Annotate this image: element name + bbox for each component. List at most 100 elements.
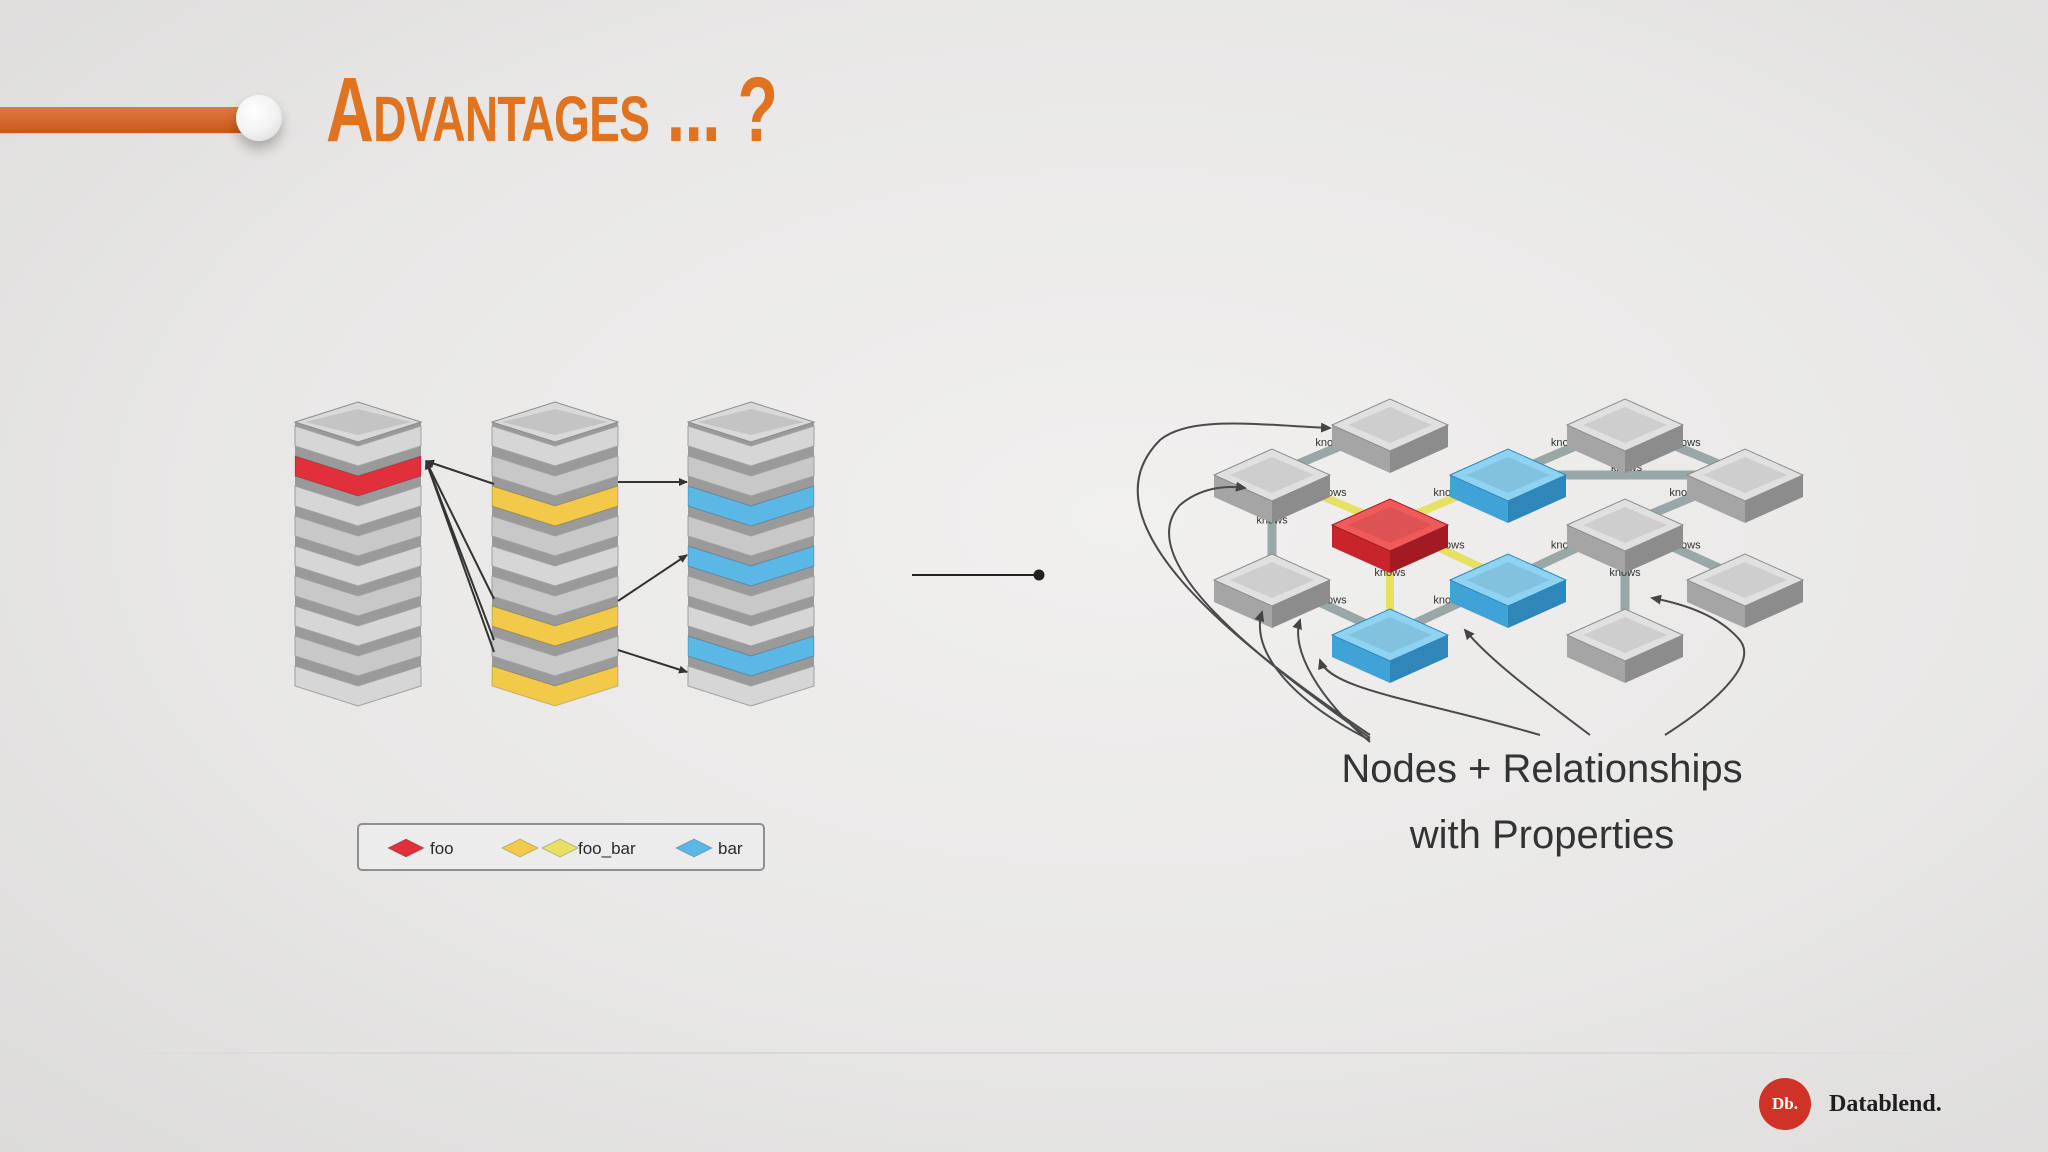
- caption-arrow: [1254, 610, 1371, 741]
- graph-node-side-left: [1450, 580, 1508, 628]
- relationship-arrow: [425, 459, 495, 485]
- graph-node-side-left: [1567, 425, 1625, 473]
- table-row: [687, 575, 815, 617]
- graph-node-top: [1330, 608, 1450, 662]
- title-accent-bar: [0, 107, 245, 133]
- table-row: [491, 545, 619, 587]
- graph-node-top: [1685, 448, 1805, 502]
- relationship-arrow: [425, 460, 495, 600]
- connector-dot: [1033, 569, 1045, 581]
- brand-logo: Db. Datablend.: [1759, 1078, 1942, 1130]
- graph-node-top-inset: [1583, 407, 1667, 443]
- graph-node-side-right: [1272, 475, 1330, 523]
- table-row: [491, 635, 619, 677]
- table-column-bar: [686, 401, 816, 707]
- graph-node-side-right: [1625, 425, 1683, 473]
- graph-node-blue: [1448, 553, 1568, 628]
- graph-node-top-inset: [1466, 457, 1550, 493]
- table-column-top-inset: [698, 409, 804, 435]
- caption-arrow: [1292, 618, 1371, 743]
- graph-node-side-left: [1567, 525, 1625, 573]
- graph-node-top-inset: [1230, 457, 1314, 493]
- graph-node-top: [1212, 553, 1332, 607]
- graph-node-side-left: [1332, 635, 1390, 683]
- graph-node-side-left: [1450, 475, 1508, 523]
- graph-node-top-inset: [1583, 617, 1667, 653]
- graph-node-side-left: [1567, 635, 1625, 683]
- table-row-foo-bar: [491, 605, 619, 647]
- graph-node-top: [1685, 553, 1805, 607]
- graph-node-red: [1330, 498, 1450, 573]
- graph-nodes: [1212, 398, 1805, 683]
- relationship-arrow: [617, 649, 688, 674]
- brand-logo-badge: Db.: [1759, 1078, 1811, 1130]
- relational-tables-diagram: foo foo_bar bar: [293, 401, 816, 871]
- caption-arrow: [1167, 481, 1371, 739]
- graph-node-gray: [1330, 398, 1450, 473]
- caption-arrow: [1650, 594, 1745, 736]
- graph-node-gray: [1565, 498, 1685, 573]
- graph-caption-line-2: with Properties: [1409, 813, 1675, 857]
- graph-node-side-right: [1745, 580, 1803, 628]
- table-column-top-inset: [305, 409, 411, 435]
- table-column-foo-bar: [490, 401, 620, 707]
- graph-node-side-left: [1687, 580, 1745, 628]
- graph-node-top: [1330, 498, 1450, 552]
- graph-node-side-right: [1745, 475, 1803, 523]
- graph-node-side-right: [1508, 580, 1566, 628]
- relationship-arrow: [425, 460, 495, 641]
- graph-node-top: [1565, 498, 1685, 552]
- table-row: [294, 515, 422, 557]
- graph-caption-line-1: Nodes + Relationships: [1341, 747, 1742, 791]
- graph-node-top-inset: [1230, 562, 1314, 598]
- legend-swatch-foo-bar: [500, 838, 540, 858]
- legend-swatch-foo: [386, 838, 426, 858]
- transition-connector: [912, 569, 1045, 581]
- graph-node-top: [1448, 448, 1568, 502]
- legend-label: bar: [718, 839, 743, 858]
- legend-label: foo: [430, 839, 454, 858]
- table-row: [294, 635, 422, 677]
- brand-name: Datablend.: [1829, 1090, 1942, 1117]
- table-row: [294, 605, 422, 647]
- graph-node-blue: [1330, 608, 1450, 683]
- table-row: [491, 455, 619, 497]
- legend-label: foo_bar: [578, 839, 636, 858]
- graph-node-top-inset: [1348, 407, 1432, 443]
- title-accent-knob: [236, 95, 282, 141]
- table-row-foo-bar: [491, 665, 619, 707]
- graph-node-gray: [1685, 553, 1805, 628]
- graph-node-top-inset: [1348, 507, 1432, 543]
- table-row: [687, 605, 815, 647]
- table-row: [294, 485, 422, 527]
- graph-node-blue: [1448, 448, 1568, 523]
- graph-node-top-inset: [1348, 617, 1432, 653]
- table-column-top-inset: [502, 409, 608, 435]
- graph-node-side-right: [1390, 525, 1448, 573]
- graph-node-side-right: [1508, 475, 1566, 523]
- graph-node-top: [1565, 608, 1685, 662]
- table-row: [491, 425, 619, 467]
- caption-arrow: [1318, 658, 1541, 736]
- graph-edge-label: knows: [1374, 567, 1406, 579]
- graph-node-gray: [1685, 448, 1805, 523]
- graph-node-top-inset: [1703, 457, 1787, 493]
- legend-swatch-foo-bar-alt: [540, 838, 580, 858]
- graph-node-side-left: [1332, 425, 1390, 473]
- graph-node-gray: [1212, 553, 1332, 628]
- table-column-foo: [293, 401, 423, 707]
- graph-node-top-inset: [1466, 562, 1550, 598]
- table-row-foo-bar: [491, 485, 619, 527]
- graph-node-top: [1565, 398, 1685, 452]
- graph-node-side-right: [1390, 425, 1448, 473]
- table-row-bar: [687, 635, 815, 677]
- graph-node-side-right: [1272, 580, 1330, 628]
- slide-title: Advantages ... ?: [326, 59, 778, 161]
- graph-edge-label: knows: [1609, 567, 1641, 579]
- legend-swatch-bar: [674, 838, 714, 858]
- caption-arrow: [1463, 628, 1591, 736]
- graph-node-side-left: [1332, 525, 1390, 573]
